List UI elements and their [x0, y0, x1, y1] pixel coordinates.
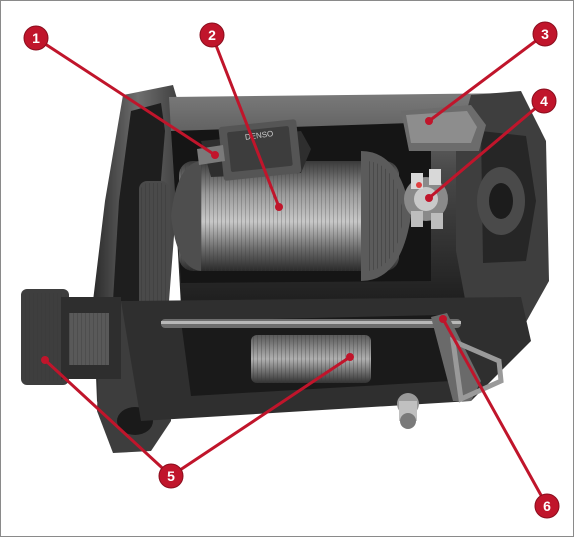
callout-5: 5	[158, 463, 184, 489]
leader-line-1	[34, 36, 217, 157]
leader-line-5a	[43, 358, 173, 478]
svg-text:6: 6	[543, 498, 551, 514]
solenoid-coil	[251, 335, 371, 383]
leader-line-5b	[169, 355, 352, 478]
callout-4: 4	[531, 88, 557, 114]
leader-line-4	[427, 99, 546, 200]
callout-6: 6	[534, 493, 560, 519]
leader-line-2	[210, 33, 281, 209]
callout-1: 1	[23, 25, 49, 51]
leader-endpoints	[41, 117, 447, 364]
svg-text:4: 4	[540, 93, 548, 109]
leader-line-3	[427, 32, 547, 123]
pinion-gear	[21, 289, 121, 385]
leader-lines	[34, 32, 549, 508]
svg-text:2: 2	[208, 27, 216, 43]
motor-illustration: DENSO	[21, 85, 549, 453]
leader-line-6	[441, 317, 549, 508]
svg-text:1: 1	[32, 30, 40, 46]
drive-gear	[139, 181, 169, 321]
svg-text:5: 5	[167, 468, 175, 484]
svg-text:3: 3	[541, 26, 549, 42]
callout-3: 3	[532, 21, 558, 47]
callout-2: 2	[199, 22, 225, 48]
armature	[171, 151, 411, 281]
